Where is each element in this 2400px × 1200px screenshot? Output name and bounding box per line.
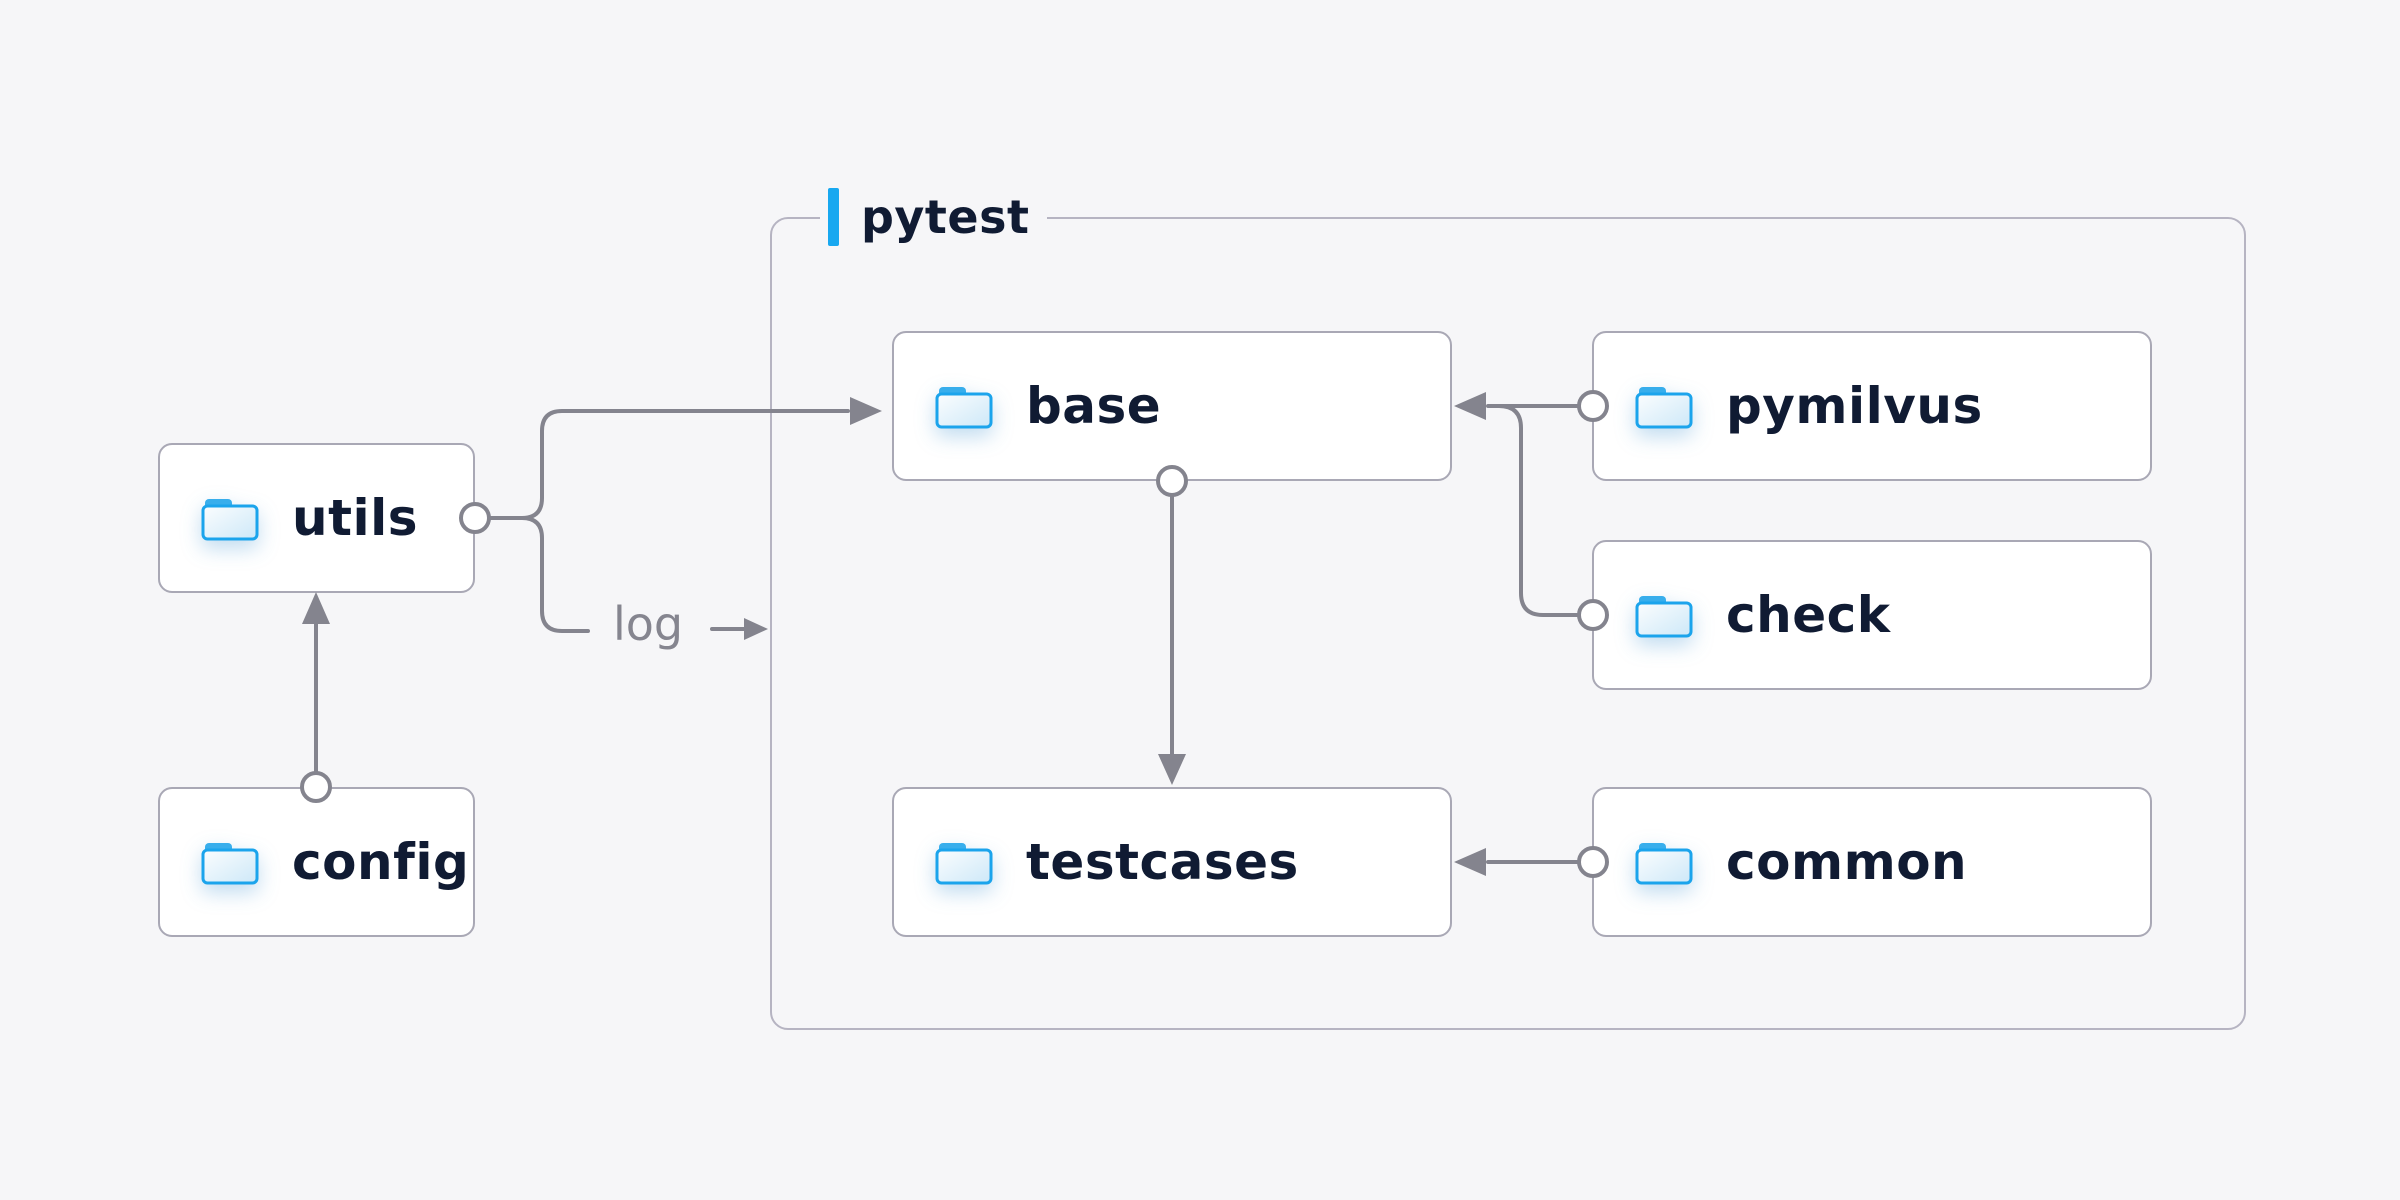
- node-label: check: [1726, 586, 1891, 644]
- node-label: base: [1026, 377, 1162, 435]
- folder-icon: [935, 387, 993, 429]
- arrowhead-up: [302, 592, 330, 624]
- node-label: utils: [292, 489, 419, 547]
- pytest-group-label: pytest: [820, 186, 1048, 248]
- pytest-group-title: pytest: [861, 190, 1030, 244]
- folder-icon: [201, 843, 259, 885]
- folder-icon: [935, 843, 993, 885]
- edge-utils-log: [520, 516, 590, 633]
- node-utils: utils: [158, 443, 475, 593]
- node-pymilvus: pymilvus: [1592, 331, 2152, 481]
- folder-icon: [1635, 387, 1693, 429]
- node-label: pymilvus: [1726, 377, 1983, 435]
- arrowhead-right-small: [744, 618, 768, 640]
- node-label: testcases: [1026, 833, 1299, 891]
- node-testcases: testcases: [892, 787, 1452, 937]
- blue-accent-bar: [828, 188, 839, 246]
- folder-icon: [201, 499, 259, 541]
- pytest-group-frame: [770, 217, 2246, 1030]
- node-label: config: [292, 833, 470, 891]
- node-common: common: [1592, 787, 2152, 937]
- edge-label-log: log: [612, 597, 684, 651]
- node-label: common: [1726, 833, 1968, 891]
- node-config: config: [158, 787, 475, 937]
- node-base: base: [892, 331, 1452, 481]
- folder-icon: [1635, 843, 1693, 885]
- folder-icon: [1635, 596, 1693, 638]
- node-check: check: [1592, 540, 2152, 690]
